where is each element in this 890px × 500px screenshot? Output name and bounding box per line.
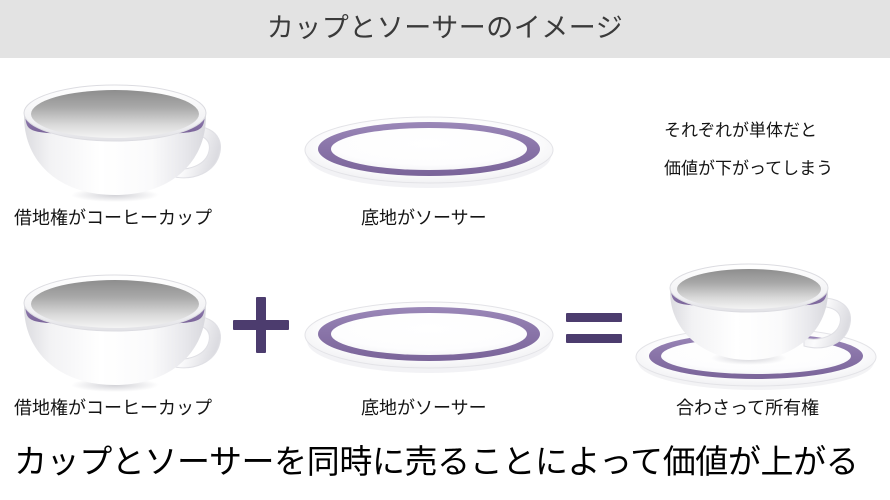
- illustration-coffee-cup-top: [14, 76, 230, 202]
- saucer-graphic: [304, 301, 554, 373]
- header-band: [0, 0, 890, 58]
- coffee-cup-graphic: [23, 84, 221, 202]
- equals-operator: =: [566, 313, 622, 343]
- equals-bottom-bar: [566, 334, 622, 343]
- cup-on-saucer-graphic: [635, 263, 877, 390]
- illustration-coffee-cup-bottom: [14, 266, 230, 392]
- note-line-1: それぞれが単体だと: [664, 121, 817, 140]
- caption-saucer-top: 底地がソーサー: [361, 208, 487, 228]
- caption-saucer-bottom: 底地がソーサー: [361, 398, 487, 418]
- note-line-2: 価値が下がってしまう: [664, 159, 834, 178]
- equals-top-bar: [566, 313, 622, 322]
- caption-coffee-cup-bottom: 借地権がコーヒーカップ: [14, 398, 212, 418]
- combo-cup-interior: [677, 269, 821, 309]
- saucer-well: [331, 128, 527, 170]
- caption-coffee-cup-top: 借地権がコーヒーカップ: [14, 208, 212, 228]
- caption-cup-on-saucer: 合わさって所有権: [676, 398, 820, 418]
- plus-operator: +: [233, 295, 289, 355]
- plus-vertical-bar: [256, 297, 266, 353]
- cup-interior: [31, 90, 199, 138]
- illustration-saucer-bottom: [303, 297, 555, 377]
- coffee-cup-graphic: [23, 274, 221, 392]
- saucer-well: [331, 313, 527, 355]
- illustration-saucer-top: [303, 112, 555, 192]
- saucer-graphic: [304, 116, 554, 188]
- combo-cup-handle: [803, 297, 852, 349]
- illustration-cup-on-saucer: [632, 258, 880, 392]
- cup-interior: [31, 280, 199, 328]
- footer-headline: カップとソーサーを同時に売ることによって価値が上がる: [14, 443, 859, 480]
- page-title: カップとソーサーのイメージ: [266, 13, 624, 43]
